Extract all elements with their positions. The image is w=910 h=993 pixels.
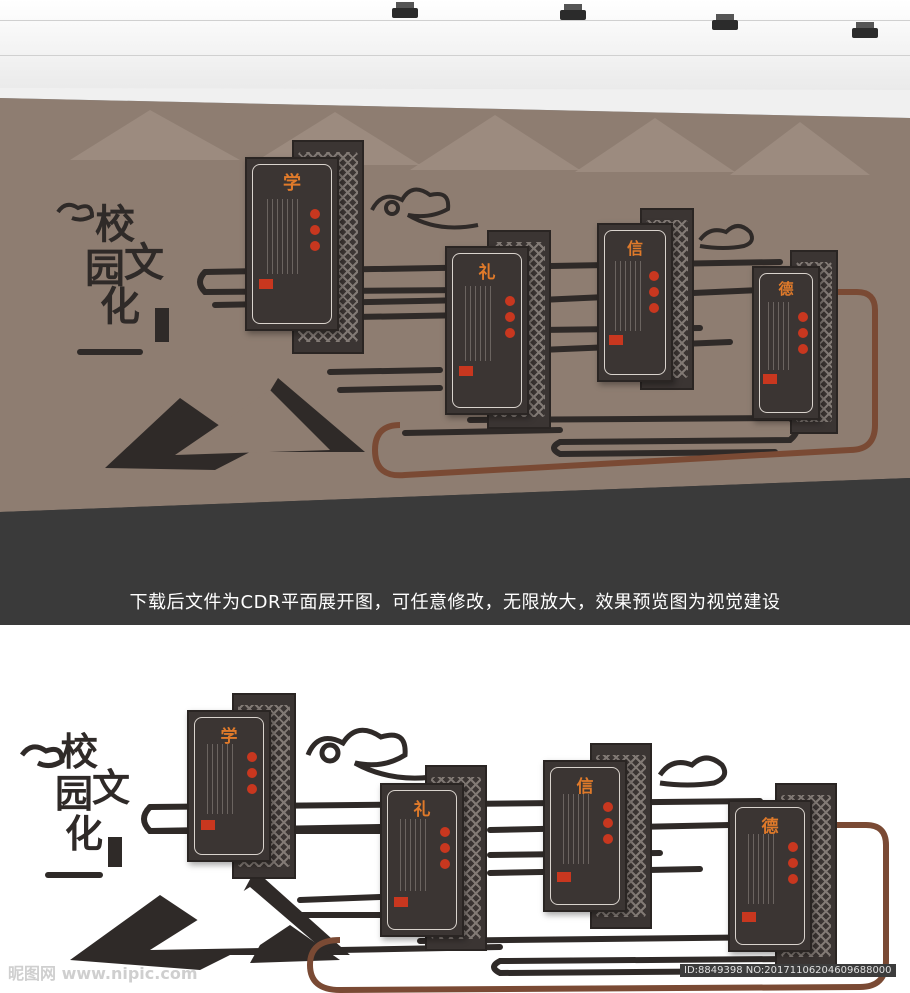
panel-li: 礼 [445,246,529,415]
panel-li: 礼 [380,783,464,937]
title-char-2: 园 [55,771,93,816]
ceiling [0,0,910,95]
panel-title: 信 [626,239,643,258]
title-char-4: 化 [65,811,103,856]
panel-title: 礼 [413,800,431,820]
mountain-icon [105,378,365,470]
title-char-1: 校 [95,201,135,248]
panel-title: 学 [220,727,238,747]
panel-xue: 学 [245,157,339,331]
panel-title: 信 [576,777,594,797]
title-char-3: 文 [124,239,164,286]
watermark-site: 昵图网 www.nipic.com [8,964,198,983]
title-char-3: 文 [92,765,130,810]
panel-title: 德 [778,280,794,298]
panel-de: 德 [752,266,820,420]
caption-text: 下载后文件为CDR平面展开图，可任意修改，无限放大，效果预览图为视觉建设 [129,592,781,613]
title-char-2: 园 [85,245,125,292]
title-char-1: 校 [60,729,98,774]
title-char-4: 化 [100,283,140,330]
cloud-icon [56,187,754,250]
room-render: 校 园 文 化 学 礼 信 德 下载后文件为CDR平面展开图，可任意修改，无 [0,0,910,625]
panel-title: 德 [761,817,779,837]
spotlight-icon [852,22,878,38]
spotlight-icon [560,4,586,20]
panel-title: 学 [283,173,301,194]
panel-xin: 信 [543,760,627,912]
panel-xin: 信 [597,223,673,382]
spotlight-icon [712,14,738,30]
watermark-id: ID:8849398 NO:20171106204609688000 [680,964,896,977]
panel-title: 礼 [478,263,496,283]
panel-xue: 学 [187,710,271,862]
spotlight-icon [392,2,418,18]
flat-layout: 校 园 文 化 学 礼 信 德 [0,625,910,993]
panel-de: 德 [728,800,812,952]
